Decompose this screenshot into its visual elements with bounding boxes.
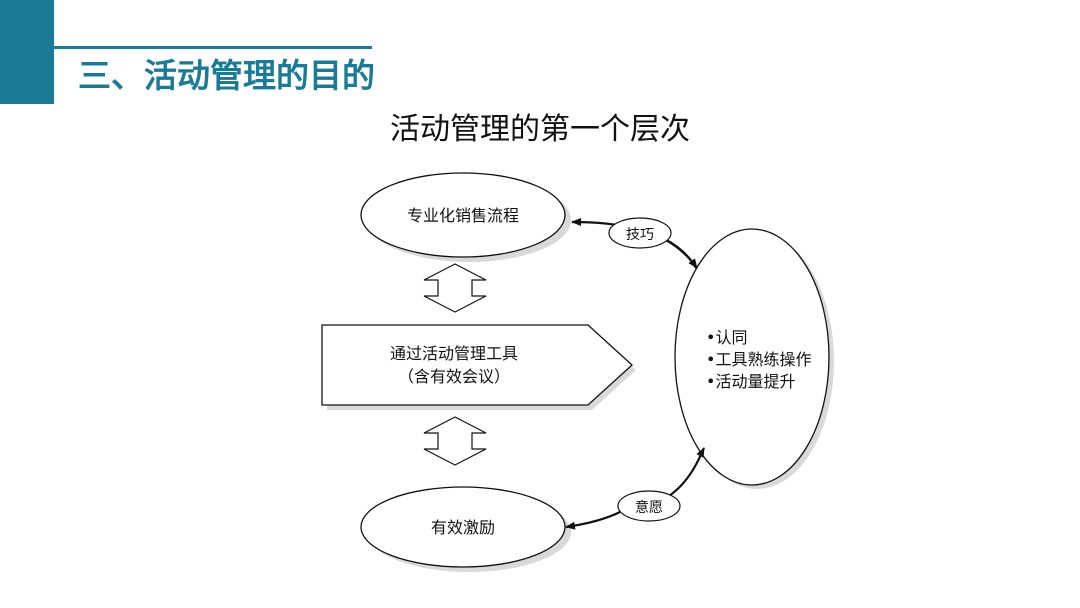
sales-process-label: 专业化销售流程 [407,206,519,225]
outcome-item: •认同 [706,328,747,347]
connector-willingness-arrow-up [696,447,705,458]
diagram-title: 活动管理的第一个层次 [390,112,690,147]
outcome-node: •认同 •工具熟练操作 •活动量提升 [674,228,834,489]
outcome-item: •活动量提升 [706,372,795,391]
title-underline [54,46,372,49]
sales-process-ellipse [360,172,566,258]
title-accent-block [0,0,54,104]
connector-willingness-to-incentive [565,511,621,530]
incentive-node: 有效激励 [360,486,571,572]
double-arrow-upper [423,263,487,313]
skill-label: 技巧 [626,227,654,243]
outcome-item: •工具熟练操作 [706,350,811,369]
skill-label-node: 技巧 [608,217,672,249]
page-title: 三、活动管理的目的 [78,56,375,95]
activity-tool-label-line2: （含有效会议） [398,367,510,386]
outcome-ellipse [674,228,830,486]
incentive-label: 有效激励 [431,518,495,537]
activity-tool-pentagon [321,324,633,406]
willingness-label-node: 意愿 [617,490,681,522]
skill-label-ellipse [608,217,672,249]
activity-tool-label-line1: 通过活动管理工具 [390,344,518,363]
sales-process-node: 专业化销售流程 [360,172,571,262]
double-arrow-lower [423,416,487,466]
activity-tool-node: 通过活动管理工具 （含有效会议） [321,324,636,410]
willingness-label-ellipse [617,490,681,522]
incentive-ellipse [360,486,566,568]
willingness-label: 意愿 [635,499,663,516]
